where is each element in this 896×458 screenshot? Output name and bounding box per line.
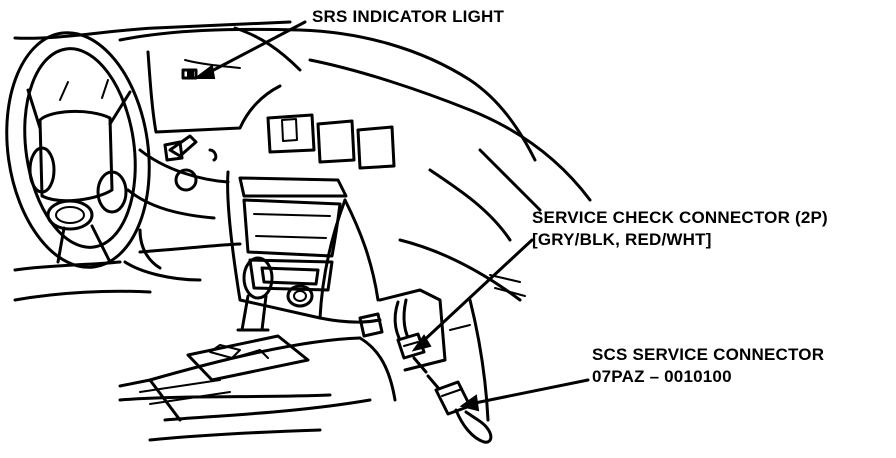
lower-dash-left <box>13 242 242 302</box>
scs-connector-part-number: 07PAZ – 0010100 <box>592 367 732 386</box>
dashboard-top <box>13 20 537 162</box>
dash-switch <box>163 134 218 192</box>
service-check-label: SERVICE CHECK CONNECTOR (2P) [GRY/BLK, R… <box>532 207 828 251</box>
instrument-hood <box>146 50 282 134</box>
callout-leaders <box>193 20 590 412</box>
right-dash <box>308 58 592 302</box>
center-console <box>226 170 382 324</box>
steering-column <box>123 148 230 282</box>
service-check-label-line2: [GRY/BLK, RED/WHT] <box>532 230 712 249</box>
gear-shifter <box>236 256 274 332</box>
scs-connector-label: SCS SERVICE CONNECTOR 07PAZ – 0010100 <box>592 344 824 388</box>
shift-console <box>118 334 397 442</box>
srs-indicator-lamp <box>181 68 198 80</box>
srs-indicator-label: SRS INDICATOR LIGHT <box>312 7 505 26</box>
service-check-label-line1: SERVICE CHECK CONNECTOR (2P) <box>532 208 828 227</box>
body-edges <box>449 148 542 422</box>
steering-wheel <box>5 31 151 269</box>
center-vents <box>266 113 396 170</box>
scs-service-connector <box>426 374 493 444</box>
under-dash-bracket <box>358 288 447 372</box>
service-check-connector <box>393 298 428 374</box>
scs-connector-label-line1: SCS SERVICE CONNECTOR <box>592 345 825 364</box>
